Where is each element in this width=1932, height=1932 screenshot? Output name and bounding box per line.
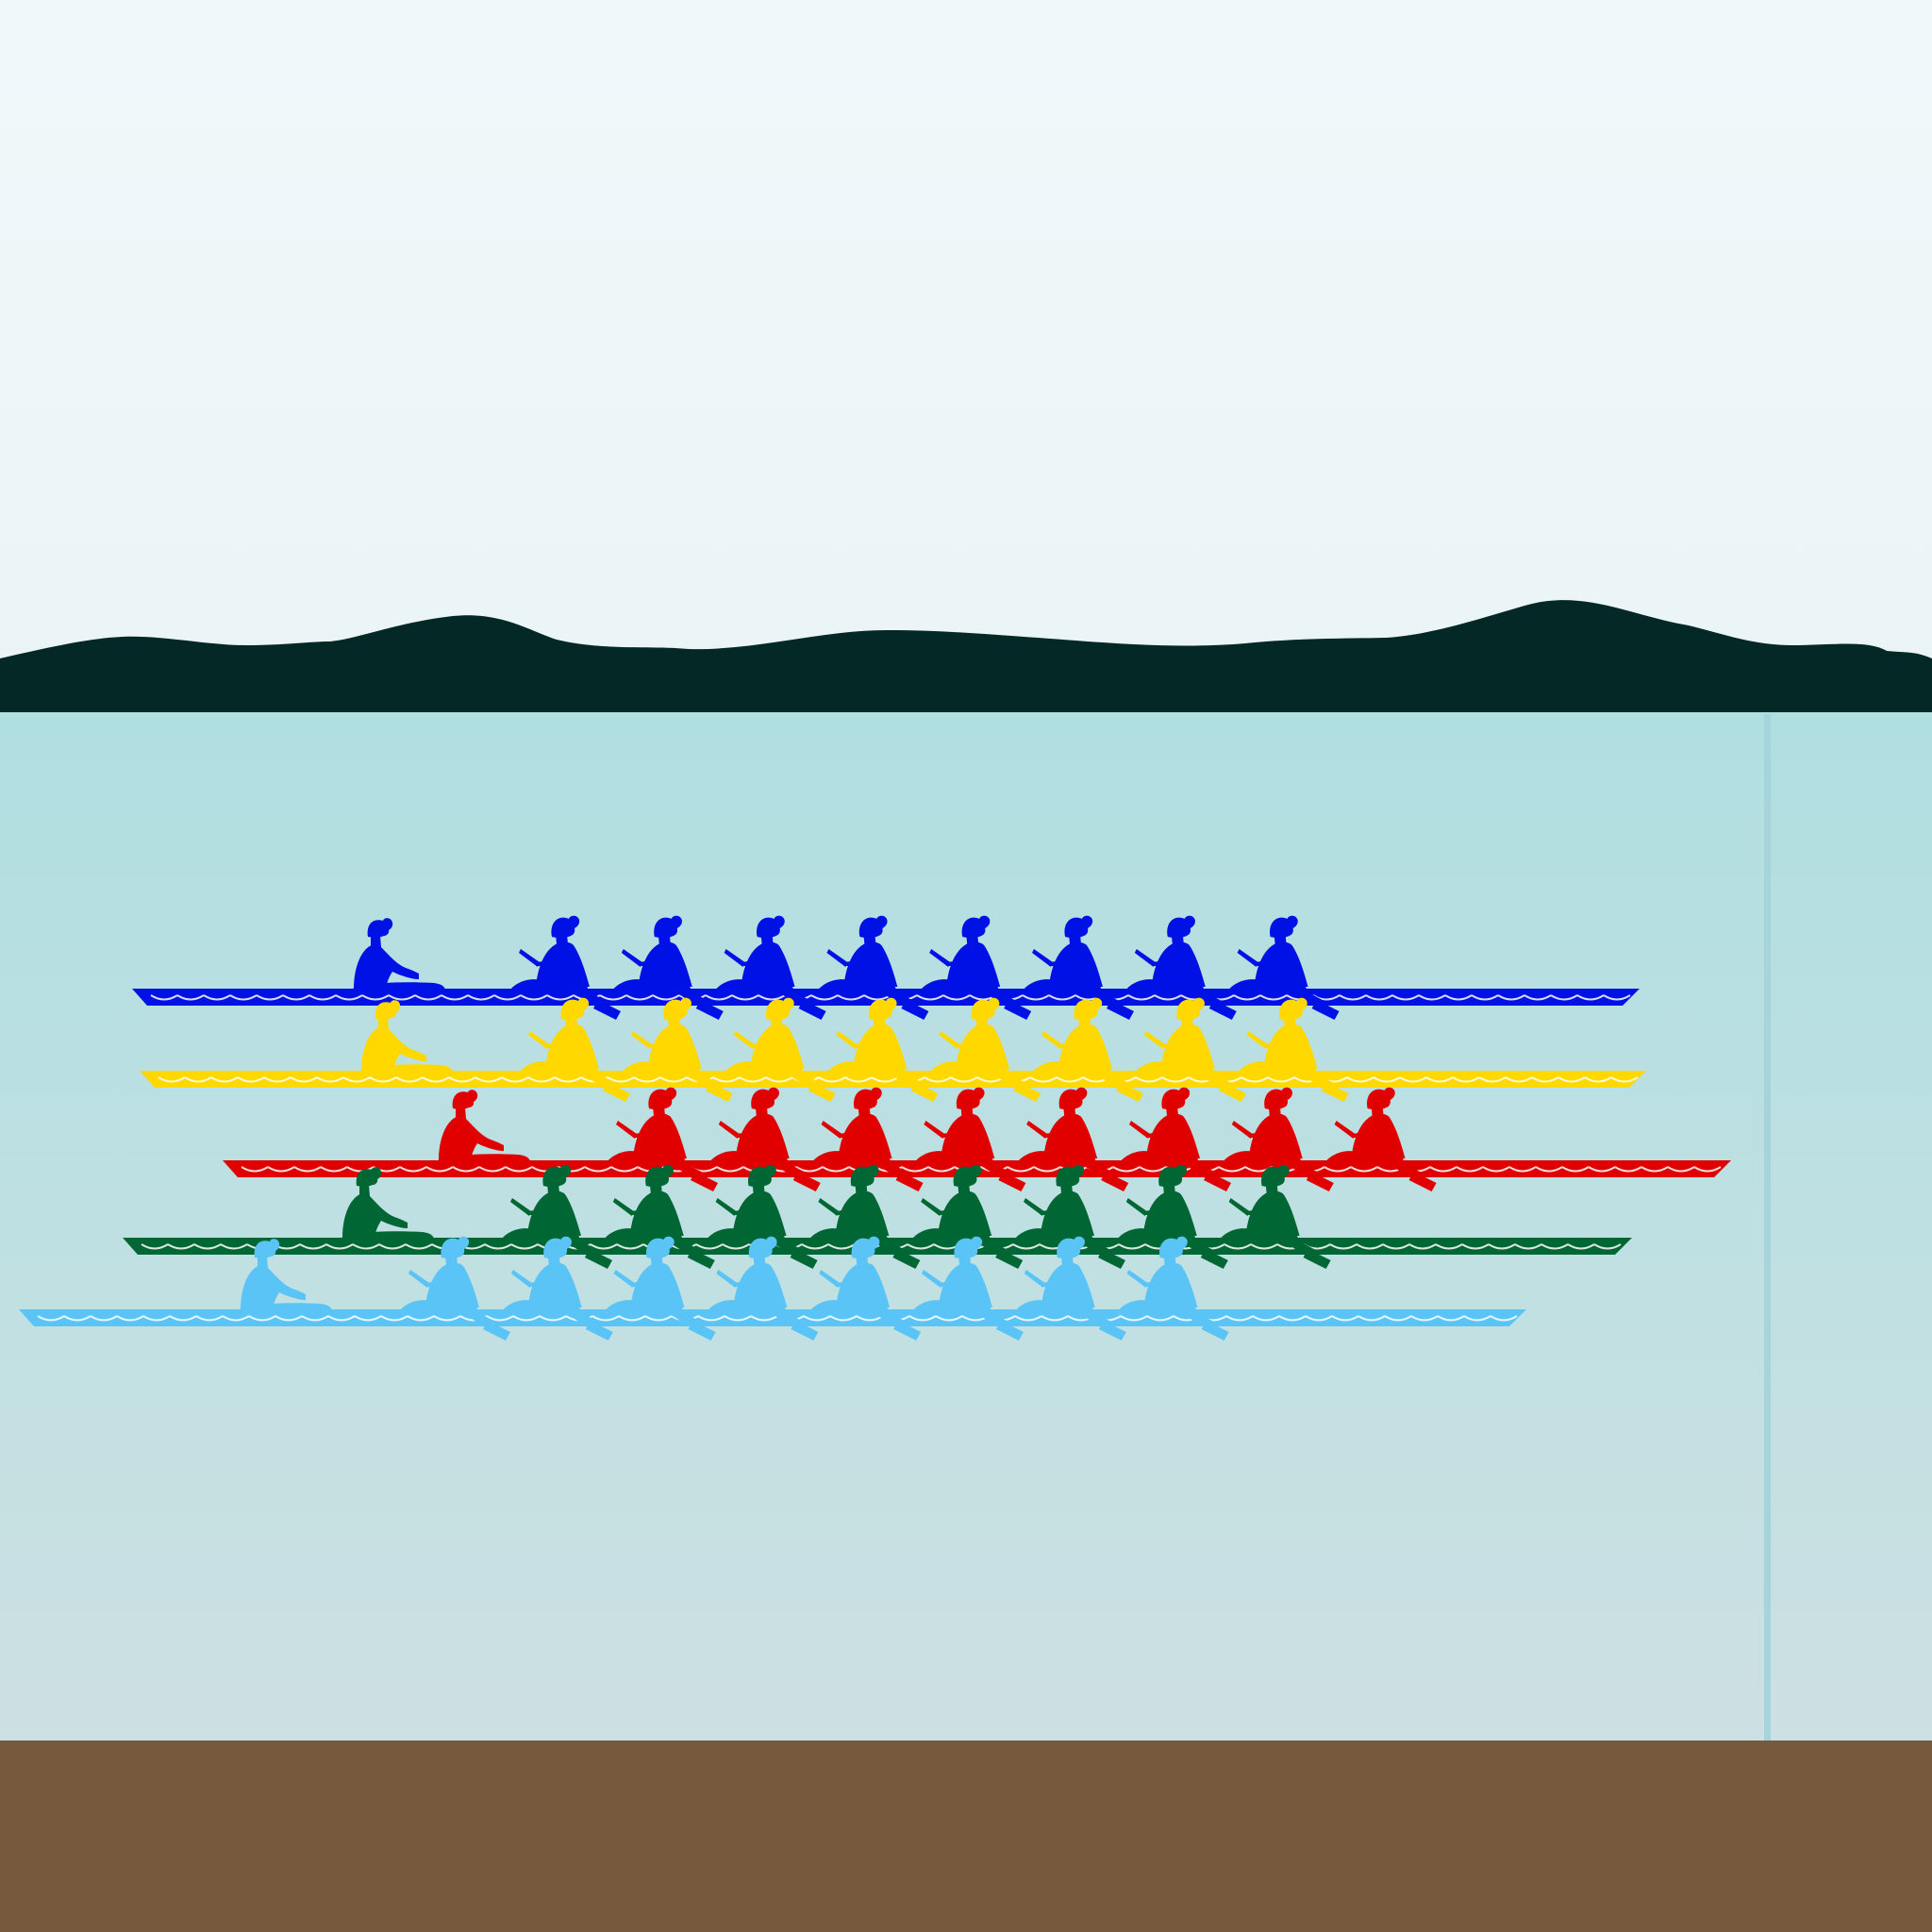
ground — [0, 1740, 1932, 1932]
yellow-boat — [140, 997, 1646, 1102]
finish-line — [1764, 714, 1771, 1740]
sky — [0, 0, 1932, 717]
hills — [0, 600, 1932, 717]
boats-group — [19, 915, 1731, 1341]
light-blue-boat — [19, 1236, 1526, 1341]
